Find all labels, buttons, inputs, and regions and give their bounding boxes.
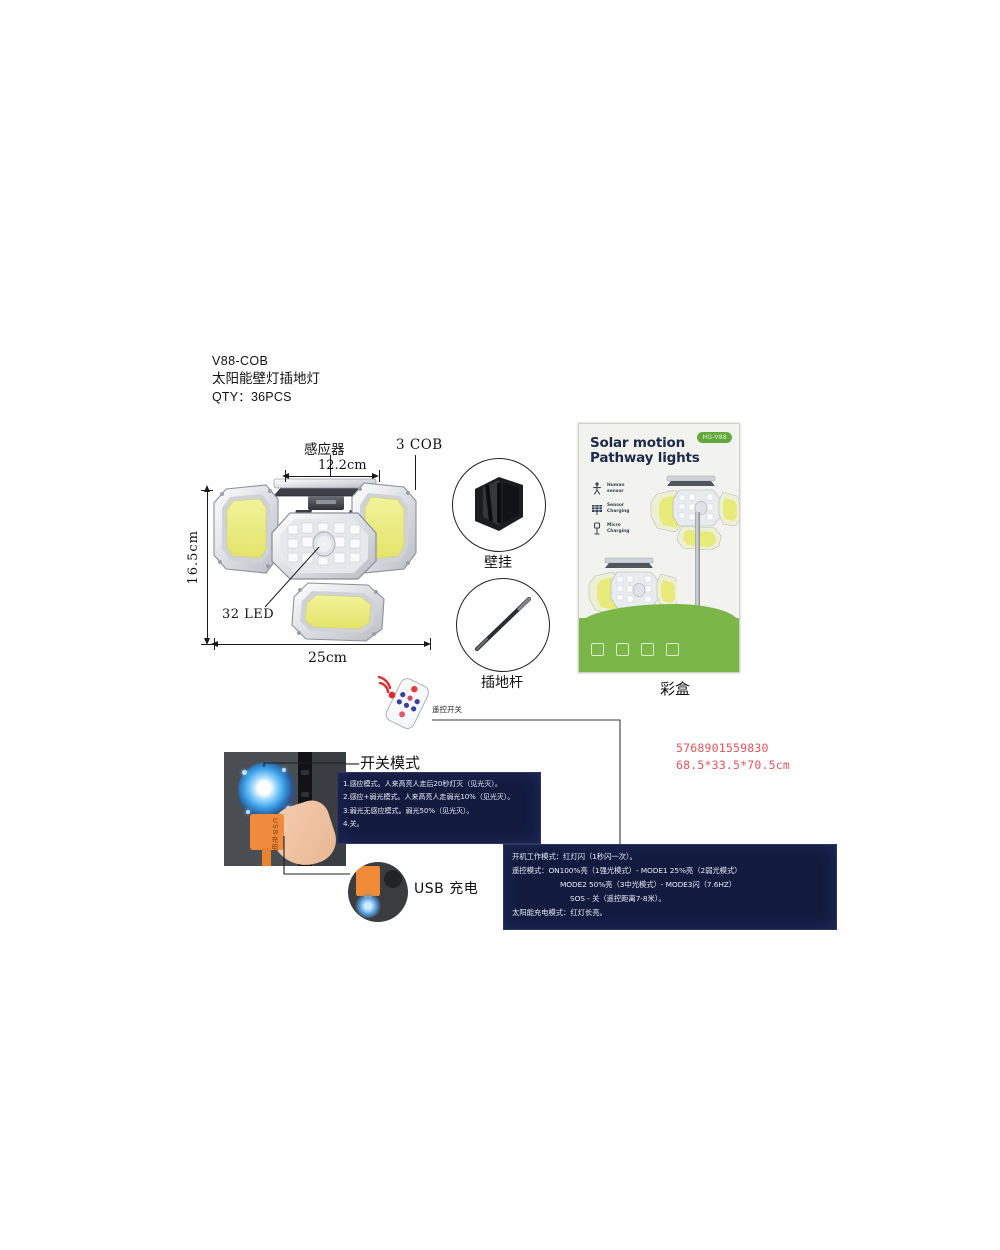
quantity-label: QTY：36PCS	[212, 390, 292, 404]
box-model-badge: HG-V88	[697, 432, 732, 443]
inner-width-tick-left	[285, 470, 286, 482]
product-name-cn: 太阳能壁灯插地灯	[212, 371, 320, 387]
box-icon-4	[666, 643, 679, 656]
lamp-diagram	[200, 455, 450, 655]
box-title-line2: Pathway lights	[590, 450, 700, 466]
inner-width-arrow-right	[372, 473, 379, 479]
height-line	[207, 490, 208, 638]
ground-stake-caption: 插地杆	[481, 675, 523, 691]
total-width-label: 25cm	[308, 650, 347, 666]
switch-mode-line: 4.关。	[343, 818, 364, 828]
remote-mode-line: 开机工作模式：红灯闪（1秒闪一次）。	[512, 852, 637, 861]
switch-mode-title: —开关模式	[345, 752, 420, 773]
photo-usb-tag-text: USB充电	[271, 818, 279, 852]
ground-stake-circle	[456, 578, 550, 672]
total-width-tick-right	[430, 638, 431, 650]
height-tick-bottom	[201, 644, 213, 645]
sensor-leader-line	[330, 455, 331, 477]
wall-mount-circle	[452, 458, 546, 552]
color-box-caption: 彩盒	[660, 680, 691, 698]
led-count-label: 32 LED	[222, 607, 275, 622]
usb-charging-photo	[348, 862, 408, 922]
model-code: V88-COB	[212, 354, 269, 368]
usb-blue-glow	[354, 894, 382, 918]
sensor-label: 感应器	[304, 442, 345, 458]
inner-width-tick-right	[379, 470, 380, 482]
switch-mode-title-text: 开关模式	[360, 754, 421, 772]
barcode-number: 5768901559830	[676, 741, 769, 755]
switch-mode-box: 1.感应模式。人来高亮人走后20秒灯灭（见光灭）。 2.感应+弱光模式。人来高亮…	[337, 772, 541, 844]
remote-control-graphic	[372, 675, 432, 729]
inner-width-line	[285, 476, 375, 477]
remote-mode-line: 遥控模式：ON100%亮（1强光模式）- MODE1 25%亮（2弱光模式）	[512, 866, 742, 875]
height-arrow-down	[204, 638, 210, 645]
box-title-line1: Solar motion	[590, 435, 686, 451]
box-bottom-icons	[591, 643, 679, 656]
micro-charging-icon	[591, 521, 603, 536]
header-block: V88-COB 太阳能壁灯插地灯 QTY：36PCS	[212, 352, 320, 406]
installation-photo: USB充电	[224, 752, 346, 866]
height-label: 16.5cm	[186, 530, 201, 585]
switch-mode-dash: —	[345, 754, 360, 772]
total-width-tick-left	[214, 638, 215, 650]
box-icon-2	[616, 643, 629, 656]
switch-mode-line: 3.弱光无感应模式。弱光50%（见光灭）。	[343, 805, 474, 815]
remote-caption: 遥控开关	[432, 705, 462, 714]
carton-size: 68.5*33.5*70.5cm	[676, 758, 790, 772]
height-arrow-up	[204, 485, 210, 492]
photo-usb-tag	[250, 814, 284, 866]
wall-mount-caption: 壁挂	[484, 555, 512, 571]
ground-stake-icon	[475, 597, 531, 651]
remote-mode-line: MODE2 50%亮（3中光模式）- MODE3闪（7.6HZ）	[560, 880, 737, 889]
wall-mount-icon	[475, 477, 523, 531]
switch-mode-line: 1.感应模式。人来高亮人走后20秒灯灭（见光灭）。	[343, 779, 502, 788]
box-icon-3	[641, 643, 654, 656]
remote-mode-line: SOS - 关（遥控距离7-8米）。	[570, 894, 666, 903]
remote-mode-line: 太阳能充电模式：红灯长亮。	[512, 908, 607, 917]
led-leader-line	[264, 546, 321, 609]
remote-mode-box: 开机工作模式：红灯闪（1秒闪一次）。 遥控模式：ON100%亮（1强光模式）- …	[503, 844, 837, 930]
box-icon-1	[591, 643, 604, 656]
height-tick-top	[201, 490, 213, 491]
carton-spec-block: 5768901559830 68.5*33.5*70.5cm	[676, 740, 790, 774]
box-title: Solar motion Pathway lights	[590, 436, 700, 466]
human-sensor-icon	[591, 481, 603, 496]
total-width-arrow-right	[424, 641, 431, 647]
usb-orange-tag	[356, 866, 380, 908]
cob-leader-line	[415, 455, 416, 490]
connector-photo-to-switch	[262, 756, 348, 767]
solar-charging-icon	[591, 501, 603, 516]
color-box-package: Solar motion Pathway lights HG-V88 Human…	[578, 423, 740, 673]
total-width-line	[214, 644, 428, 645]
inner-width-label: 12.2cm	[318, 458, 367, 473]
connector-photo-to-usb	[280, 836, 352, 880]
cob-label: 3 COB	[396, 437, 443, 453]
box-product-illustration-top	[649, 472, 739, 555]
switch-mode-line: 2.感应+弱光模式。人来高亮人走弱光10%（见光灭）。	[343, 792, 515, 802]
usb-dark-hole	[384, 870, 402, 888]
connector-line-remote	[432, 714, 690, 846]
usb-charging-label: USB 充电	[414, 881, 479, 897]
box-grass-band	[579, 604, 739, 672]
